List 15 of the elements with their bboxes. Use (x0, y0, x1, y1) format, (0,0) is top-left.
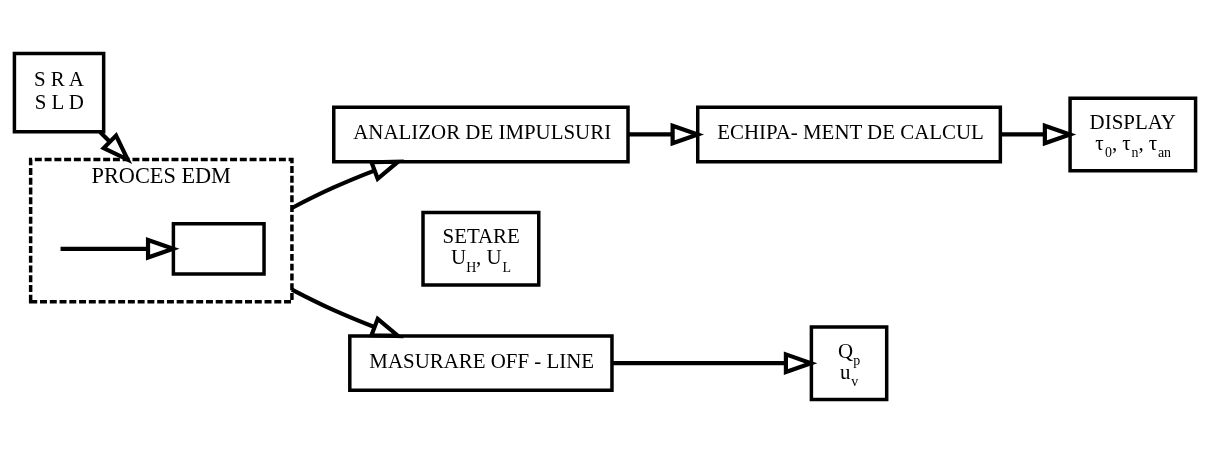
node-box: ANALIZOR DE IMPULSURI (332, 105, 630, 164)
arrow (628, 122, 705, 147)
arrow (290, 159, 404, 210)
node-box (171, 221, 266, 276)
node-box: DISPLAY τ$_{0}$, τ$_{n}$, τ$_{an}$ (1068, 96, 1198, 173)
node-box: ECHIPA- MENT DE CALCUL (696, 105, 1003, 164)
arrow (290, 287, 404, 339)
node-box: Q$_{p}$ u$_{v}$ (809, 325, 889, 402)
arrow (612, 351, 818, 375)
node-box: MASURARE OFF - LINE (348, 334, 614, 393)
arrow (1000, 122, 1077, 147)
cluster: PROCES EDM (28, 157, 294, 304)
node-box: S R A S L D (12, 51, 106, 134)
node-box: SETARE U$_{H}$, U$_{L}$ (421, 210, 541, 287)
arrow (60, 237, 180, 261)
